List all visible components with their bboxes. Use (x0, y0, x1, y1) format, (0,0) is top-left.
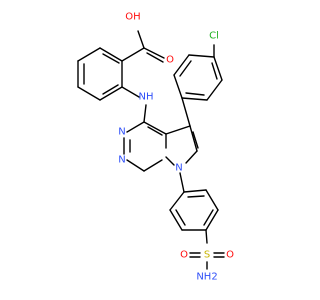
chemical-structure-diagram: OH O Cl NH N N N S O O NH2 (77, 12, 234, 283)
bond (173, 74, 183, 99)
sulfur-label: S (204, 250, 210, 261)
atom-label-layer: OH O Cl NH N N N S O O NH2 (118, 12, 234, 283)
bond (126, 159, 145, 172)
bond (102, 84, 119, 95)
chlorine-label: Cl (209, 31, 219, 42)
bond (143, 47, 165, 59)
bond (173, 54, 190, 76)
sulfonyl-oxygen-right-label: O (226, 250, 234, 261)
carbonyl-oxygen-label: O (166, 55, 174, 66)
bond (165, 125, 191, 135)
bond (99, 86, 123, 101)
bond (185, 150, 198, 164)
bond (77, 86, 101, 101)
hydroxyl-label: OH (125, 12, 140, 23)
bond (203, 209, 214, 226)
bond (185, 92, 205, 96)
bond (179, 172, 185, 193)
amine-linker-label: NH (139, 92, 154, 103)
bond (102, 53, 120, 64)
bond (169, 191, 185, 211)
bond (189, 125, 198, 152)
bond (137, 30, 145, 49)
bond (213, 56, 223, 81)
bond (188, 54, 215, 58)
sulfonyl-oxygen-left-label: O (180, 250, 188, 261)
bond (126, 121, 145, 133)
bond (211, 62, 218, 80)
bond (179, 60, 192, 77)
bond (205, 189, 219, 211)
bond (121, 47, 145, 62)
bond (187, 195, 205, 198)
sulfonamide-nh2-label: NH2 (196, 272, 217, 283)
bond (146, 52, 164, 63)
bond (147, 126, 163, 136)
bond (181, 97, 191, 127)
bond (99, 47, 123, 62)
bond (143, 121, 167, 135)
bond-layer (77, 30, 225, 270)
bond (77, 47, 101, 62)
bond (206, 79, 223, 101)
bond (121, 86, 140, 98)
pyrimidine-n3-label: N (118, 155, 125, 166)
bond (192, 131, 199, 149)
pyrrole-n-label: N (175, 163, 182, 174)
bond (205, 229, 208, 244)
bond (143, 104, 147, 123)
bond (181, 97, 208, 101)
bond (169, 209, 183, 231)
bond (175, 209, 186, 226)
bond (143, 159, 163, 172)
bond (183, 189, 207, 193)
bond (165, 156, 175, 166)
bond (205, 209, 219, 231)
pyrimidine-n1-label: N (118, 127, 125, 138)
